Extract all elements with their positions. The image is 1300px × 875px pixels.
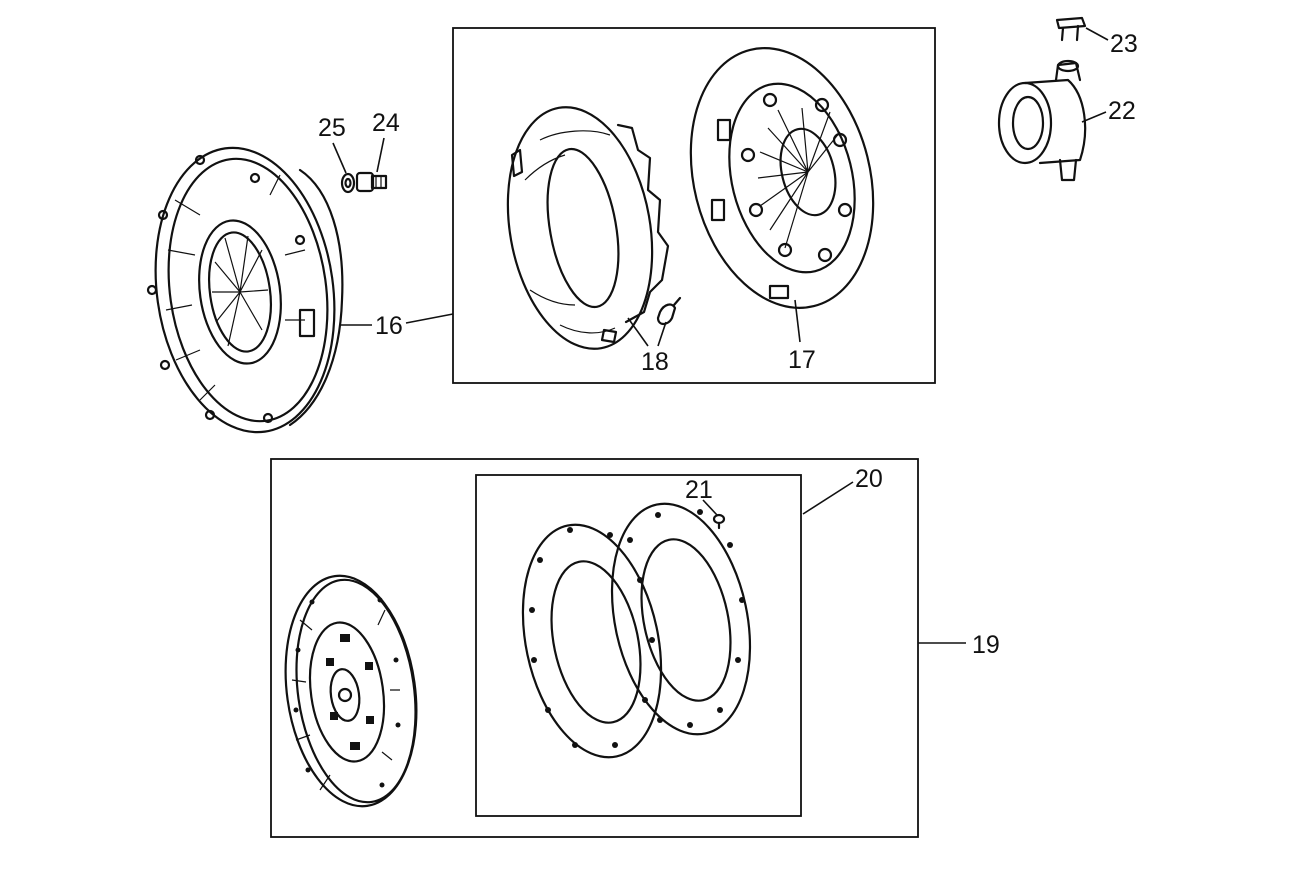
leader-20 (802, 481, 854, 515)
bolt-part-24 (355, 171, 388, 193)
leader-18a (627, 317, 649, 347)
washer-part-25 (340, 172, 356, 194)
callout-25: 25 (318, 114, 346, 142)
release-bearing-part-22 (997, 59, 1087, 182)
leader-24 (376, 137, 385, 173)
callout-20: 20 (855, 465, 883, 493)
friction-lining-front (521, 523, 663, 759)
box-lining-set (475, 474, 802, 817)
leader-25 (332, 142, 347, 174)
friction-lining-rear (610, 502, 752, 736)
callout-23: 23 (1110, 30, 1138, 58)
leader-18b (657, 321, 667, 347)
leader-22 (1081, 111, 1107, 123)
callout-19: 19 (972, 631, 1000, 659)
leader-21 (702, 499, 718, 516)
box-clutch-kit (270, 458, 919, 838)
leader-17 (794, 299, 801, 343)
leader-16-box (405, 313, 454, 324)
clip-part-18 (656, 296, 682, 326)
callout-16: 16 (375, 312, 403, 340)
box-cover-assembly (452, 27, 936, 384)
diaphragm-cover-part-17 (689, 47, 875, 309)
pressure-plate-part-18 (506, 106, 670, 350)
leader-23 (1085, 27, 1109, 41)
driven-plate (284, 574, 418, 808)
callout-21: 21 (685, 476, 713, 504)
rivet-part-21 (712, 513, 726, 530)
callout-18: 18 (641, 348, 669, 376)
callout-24: 24 (372, 109, 400, 137)
callout-17: 17 (788, 346, 816, 374)
callout-22: 22 (1108, 97, 1136, 125)
retaining-clip-part-23 (1055, 16, 1087, 42)
clutch-cover-part-16 (146, 146, 344, 434)
